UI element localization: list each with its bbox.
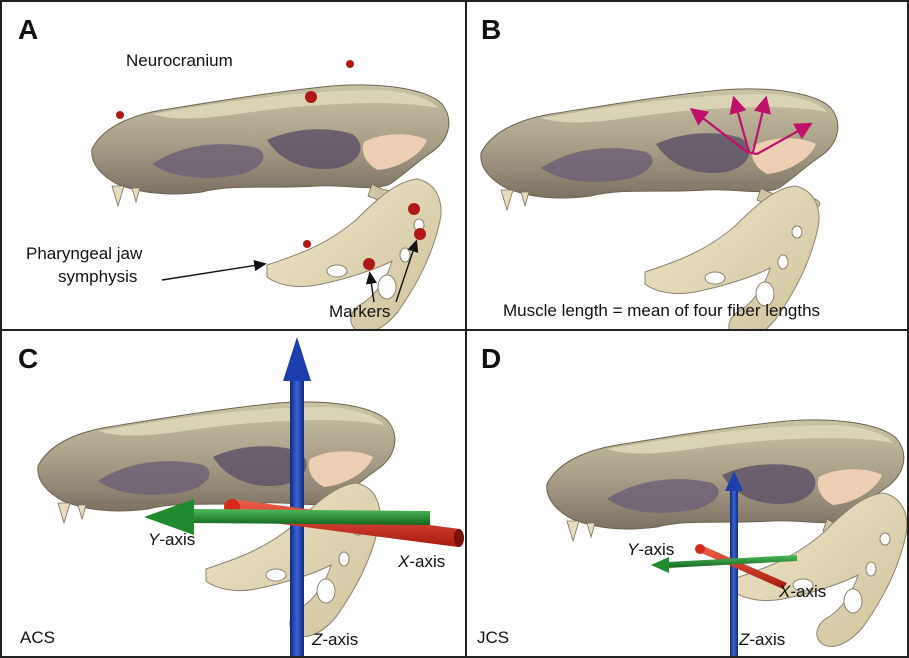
label-x-axis-c: X-axis: [398, 552, 445, 572]
coordinate-system-jcs: JCS: [477, 628, 509, 648]
x-axis-suffix-c: -axis: [409, 552, 445, 571]
muscle-length-caption: Muscle length = mean of four fiber lengt…: [503, 301, 820, 321]
label-y-axis-d: Y-axis: [627, 540, 674, 560]
label-y-axis-c: Y-axis: [148, 530, 195, 550]
label-z-axis-d: Z-axis: [739, 630, 785, 650]
label-symphysis: symphysis: [58, 267, 137, 287]
x-axis-suffix-d: -axis: [790, 582, 826, 601]
x-axis-letter-d: X: [779, 582, 790, 601]
panel-d-skull-render: [467, 331, 907, 656]
z-axis-suffix-d: -axis: [749, 630, 785, 649]
coordinate-system-acs: ACS: [20, 628, 55, 648]
panel-a: A Neurocranium Pharyngeal jaw symphysis …: [2, 2, 465, 329]
z-axis-letter-c: Z: [312, 630, 322, 649]
z-axis-letter-d: Z: [739, 630, 749, 649]
label-z-axis-c: Z-axis: [312, 630, 358, 650]
label-pharyngeal-jaw: Pharyngeal jaw: [26, 244, 142, 264]
panel-c-skull-render: [2, 331, 465, 656]
x-axis-letter-c: X: [398, 552, 409, 571]
y-axis-suffix-c: -axis: [159, 530, 195, 549]
panel-d: D Y-axis X-axis Z-axis JCS: [467, 331, 907, 656]
panel-b-skull-render: [467, 2, 907, 329]
label-markers: Markers: [329, 302, 390, 322]
label-x-axis-d: X-axis: [779, 582, 826, 602]
panel-c: C Y-axis X-axis Z-axis ACS: [2, 331, 465, 656]
y-axis-suffix-d: -axis: [638, 540, 674, 559]
panel-b: B Muscle length = mean of four fiber len…: [467, 2, 907, 329]
y-axis-letter-c: Y: [148, 530, 159, 549]
label-neurocranium: Neurocranium: [126, 51, 233, 71]
y-axis-letter-d: Y: [627, 540, 638, 559]
z-axis-suffix-c: -axis: [322, 630, 358, 649]
